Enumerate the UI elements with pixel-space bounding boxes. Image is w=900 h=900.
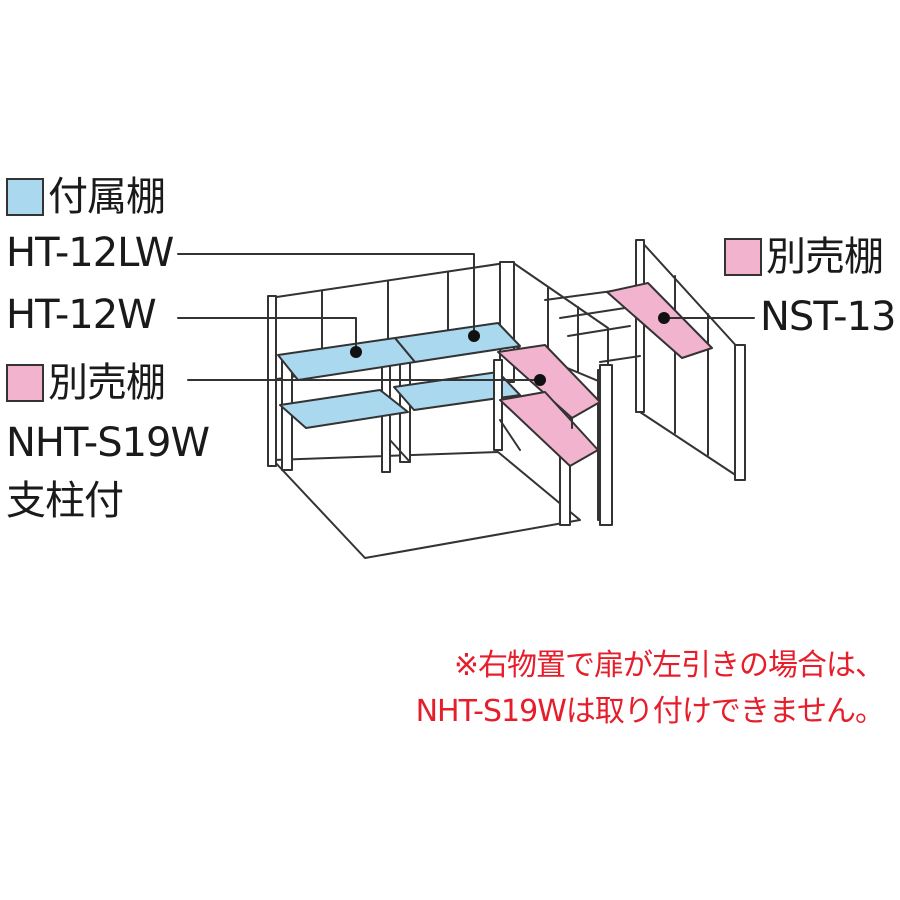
leader-line-ht12w (177, 317, 357, 353)
leader-dot-nhts19w (534, 374, 546, 386)
label-nst13: NST-13 (760, 294, 896, 340)
legend-attached-shelf: 付属棚 (6, 174, 166, 220)
attached-shelf-lower-left (279, 389, 409, 429)
legend-optional-left-text: 別売棚 (48, 360, 166, 406)
label-ht12w: HT-12W (6, 292, 157, 338)
leader-dot-ht12w (350, 346, 362, 358)
leader-dot-ht12lw (468, 330, 480, 342)
label-pillar: 支柱付 (6, 478, 124, 524)
legend-swatch-blue (6, 178, 44, 216)
legend-optional-right-text: 別売棚 (766, 234, 884, 280)
leader-dot-nst13 (658, 312, 670, 324)
shed-floor (272, 451, 581, 559)
label-ht12lw: HT-12LW (6, 230, 174, 276)
right-wall-post (635, 239, 645, 413)
legend-attached-text: 付属棚 (48, 174, 166, 220)
legend-swatch-pink (6, 364, 44, 402)
attached-shelf-lower-right (393, 371, 521, 411)
warning-note-line1: ※右物置で扉が左引きの場合は、 (453, 648, 885, 683)
legend-optional-shelf-right: 別売棚 (724, 234, 884, 280)
attached-shelf-ht12lw (394, 322, 521, 363)
shelf-leg (493, 359, 503, 451)
legend-optional-shelf-left: 別売棚 (6, 360, 166, 406)
optional-shelf-nhts19w-lower (499, 391, 599, 467)
door-post (599, 364, 613, 526)
leader-line-ht12lw (177, 253, 475, 337)
warning-note-line2: NHT-S19Wは取り付けできません。 (415, 694, 885, 729)
label-nhts19w: NHT-S19W (6, 420, 210, 466)
legend-swatch-pink-right (724, 238, 762, 276)
right-wall-edge (734, 344, 746, 481)
